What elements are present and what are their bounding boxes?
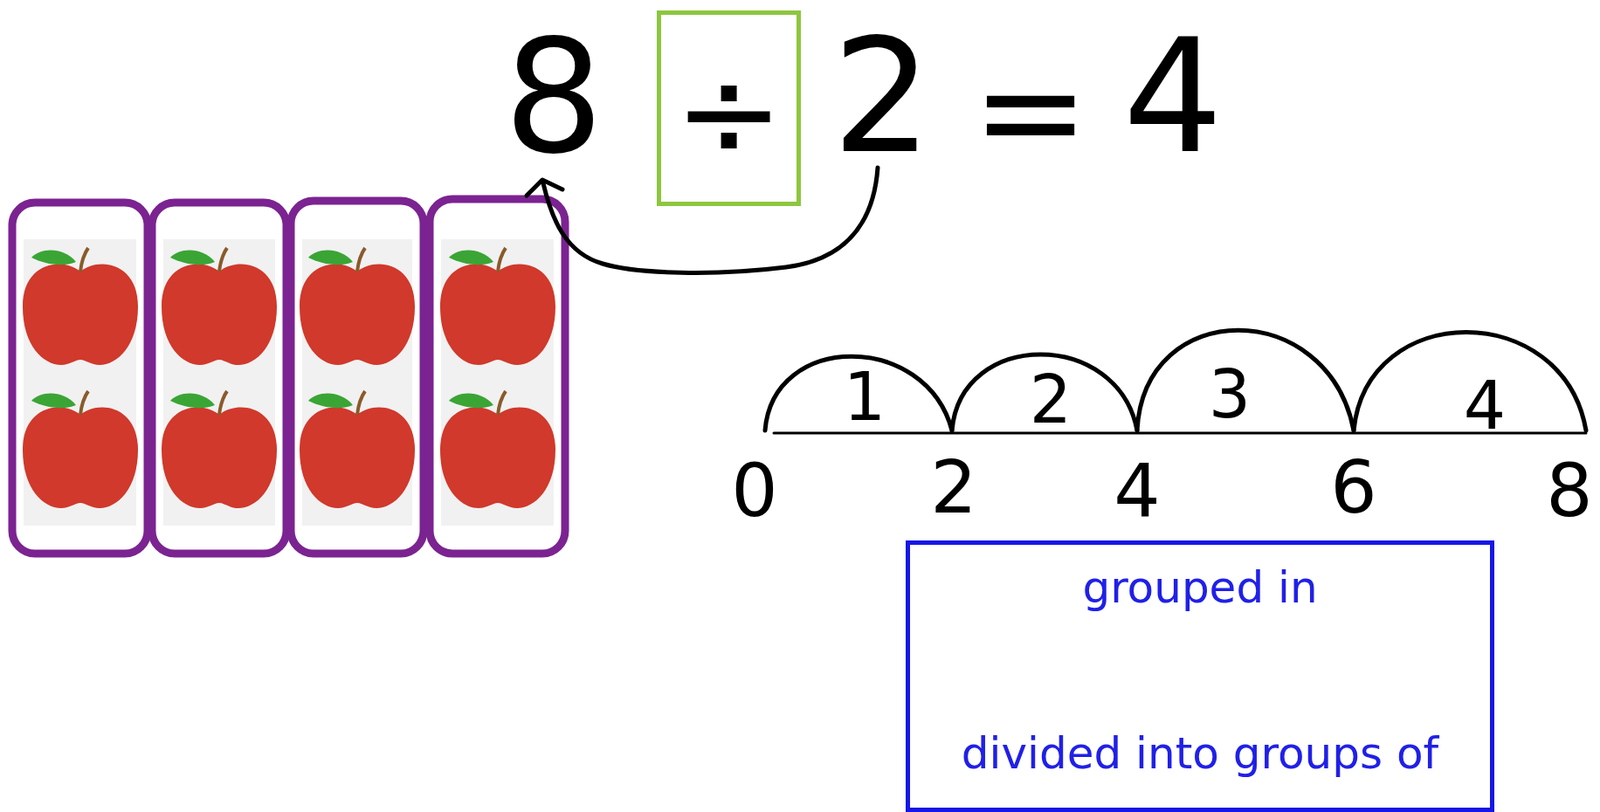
- apple-grid: [12, 199, 566, 554]
- group-outline: [151, 202, 287, 554]
- arrow-head: [526, 179, 563, 196]
- group-outline: [429, 199, 566, 554]
- equation-number: 4: [1123, 18, 1224, 176]
- operator-box: ÷: [656, 10, 802, 207]
- apple: [440, 391, 556, 509]
- group-outline: [290, 200, 424, 554]
- equals-sign: =: [972, 41, 1090, 182]
- equation-number: 2: [832, 18, 933, 176]
- jump-count: 4: [1463, 372, 1506, 440]
- number-line-label: 8: [1545, 454, 1593, 528]
- number-line: [765, 330, 1587, 434]
- apple: [440, 248, 556, 366]
- box-text: grouped in: [1082, 565, 1318, 610]
- box-text: ÷: [674, 47, 785, 179]
- number-line-label: 4: [1113, 454, 1160, 528]
- apple: [22, 248, 138, 366]
- vocabulary-box: grouped in divided into groups of: [905, 540, 1495, 812]
- number-line-label: 0: [731, 454, 778, 528]
- jump-count: 2: [1029, 366, 1072, 434]
- apple: [299, 391, 415, 509]
- box-text: divided into groups of: [961, 731, 1439, 776]
- apple: [299, 248, 415, 366]
- jump-count: 1: [843, 364, 886, 431]
- jump-count: 3: [1208, 361, 1251, 428]
- number-line-label: 2: [930, 450, 977, 525]
- apple: [22, 391, 138, 509]
- apple: [161, 248, 277, 366]
- jump-arc: [765, 356, 952, 431]
- equation-number: 8: [503, 18, 605, 176]
- apple: [161, 391, 277, 509]
- number-line-label: 6: [1330, 450, 1377, 525]
- jump-arc: [1137, 330, 1354, 431]
- group-outline: [12, 202, 148, 554]
